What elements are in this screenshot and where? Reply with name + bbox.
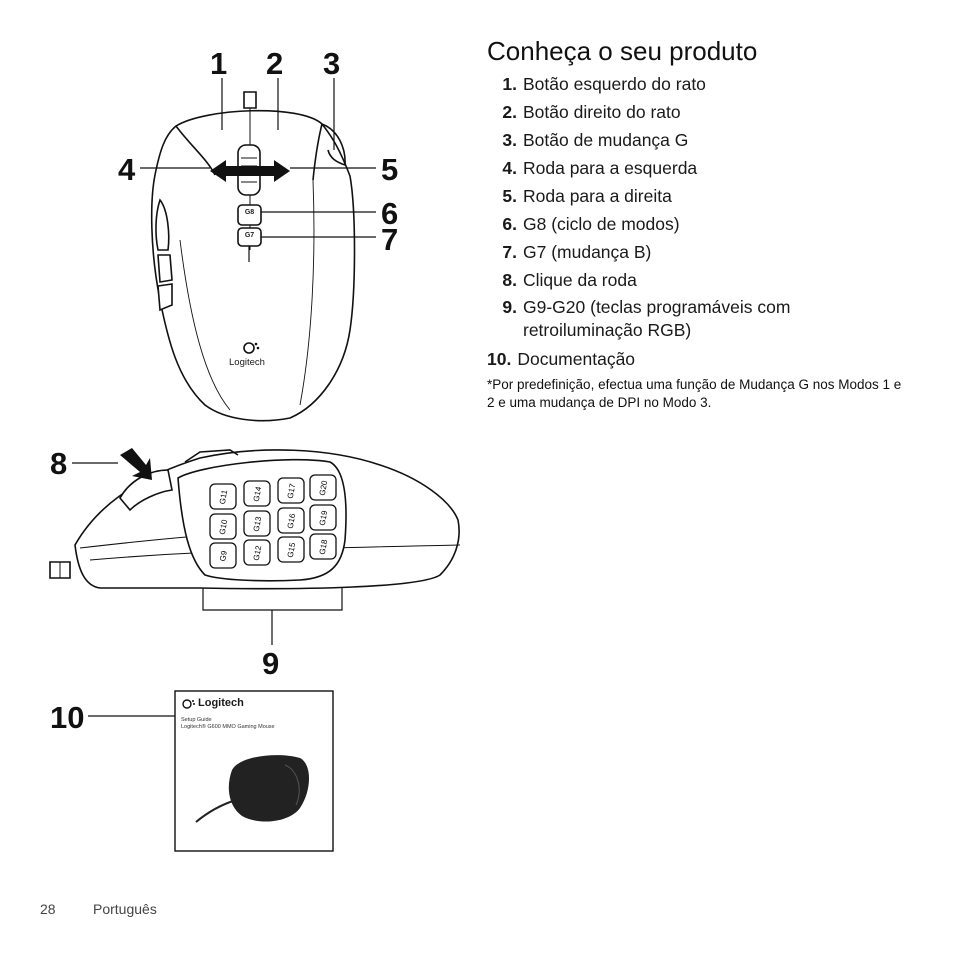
list-item: 6. G8 (ciclo de modos) [487,210,927,238]
callout-4: 4 [118,152,136,187]
side-key-label: G19 [318,509,330,526]
side-key-g15 [277,536,305,563]
list-item-text: G7 (mudança B) [523,242,652,262]
wheel-click-arrow-icon [120,448,152,480]
side-key-g13 [243,510,271,537]
side-key-label: G11 [218,489,229,505]
list-item-text: Botão de mudança G [523,130,689,150]
list-item: 9. G9-G20 (teclas programáveis com retroi… [487,296,797,342]
g8-button-label: G8 [244,209,255,216]
mouse-top-view [150,91,356,422]
list-item-text: G9-G20 (teclas programáveis com retroilu… [523,297,791,340]
list-item-number: 6. [502,214,517,234]
side-key-g17 [277,477,305,504]
list-item: 1. Botão esquerdo do rato [487,70,927,98]
side-key-label: G10 [218,518,230,535]
list-item: 5. Roda para a direita [487,182,927,210]
callout-10: 10 [50,700,85,735]
callout-2: 2 [266,46,284,81]
side-key-label: G18 [318,538,330,555]
footer-language: Português [93,901,157,917]
list-item: 8. Clique da roda [487,266,927,294]
side-key-g10 [209,513,237,540]
list-item-number: 7. [502,242,517,262]
callout-7: 7 [381,222,399,257]
page-number: 28 [40,901,56,917]
list-item-number: 10. [487,349,512,369]
side-key-label: G9 [218,550,229,563]
side-key-g20 [309,474,337,501]
side-key-label: G12 [252,544,264,561]
parts-list: 1. Botão esquerdo do rato 2. Botão direito… [487,70,927,373]
callout-9: 9 [262,646,280,681]
list-item-number: 4. [502,158,517,178]
side-key-label: G15 [286,541,298,558]
side-key-label: G20 [318,479,330,496]
list-item-text: Botão esquerdo do rato [523,74,706,94]
list-item-text: G8 (ciclo de modos) [523,214,680,234]
doc-title-line-1: Setup Guide [181,717,212,723]
side-key-label: G16 [286,512,298,529]
side-key-g19 [309,504,337,531]
side-key-g12 [243,539,271,566]
mouse-logo-text: Logitech [229,357,265,368]
list-item: 4. Roda para a esquerda [487,154,927,182]
side-key-g14 [243,480,271,507]
list-item: 3. Botão de mudança G [487,126,927,154]
callout-3: 3 [323,46,341,81]
list-item-text: Roda para a direita [523,186,672,206]
list-item-text: Botão direito do rato [523,102,681,122]
list-item-number: 3. [502,130,517,150]
logitech-logo-icon [243,342,260,354]
list-item: 2. Botão direito do rato [487,98,927,126]
callout-5: 5 [381,152,399,187]
doc-logo-text: Logitech [198,697,244,709]
callout-8: 8 [50,446,68,481]
callout-6: 6 [381,196,399,231]
list-item-text: Documentação [517,349,636,369]
list-item-number: 5. [502,186,517,206]
footnote: *Por predefinição, efectua uma função de… [487,377,902,410]
list-item-number: 2. [502,102,517,122]
callout-1: 1 [210,46,228,81]
list-item-number: 9. [502,297,517,317]
side-key-label: G17 [286,482,298,499]
list-item: 10.Documentação [487,345,927,373]
documentation-booklet [174,690,334,852]
doc-title-line-2: Logitech® G600 MMO Gaming Mouse [181,724,275,730]
g7-button-label: G7 [244,232,255,239]
side-key-g9 [209,542,237,569]
side-key-g11 [209,483,237,510]
list-item: 7. G7 (mudança B) [487,238,927,266]
list-item-text: Clique da roda [523,270,637,290]
page-title: Conheça o seu produto [487,36,758,66]
side-key-label: G14 [252,485,264,502]
list-item-text: Roda para a esquerda [523,158,698,178]
list-item-number: 1. [502,74,517,94]
side-key-g18 [309,533,337,560]
side-key-g16 [277,507,305,534]
list-item-number: 8. [502,270,517,290]
side-key-label: G13 [252,515,264,532]
